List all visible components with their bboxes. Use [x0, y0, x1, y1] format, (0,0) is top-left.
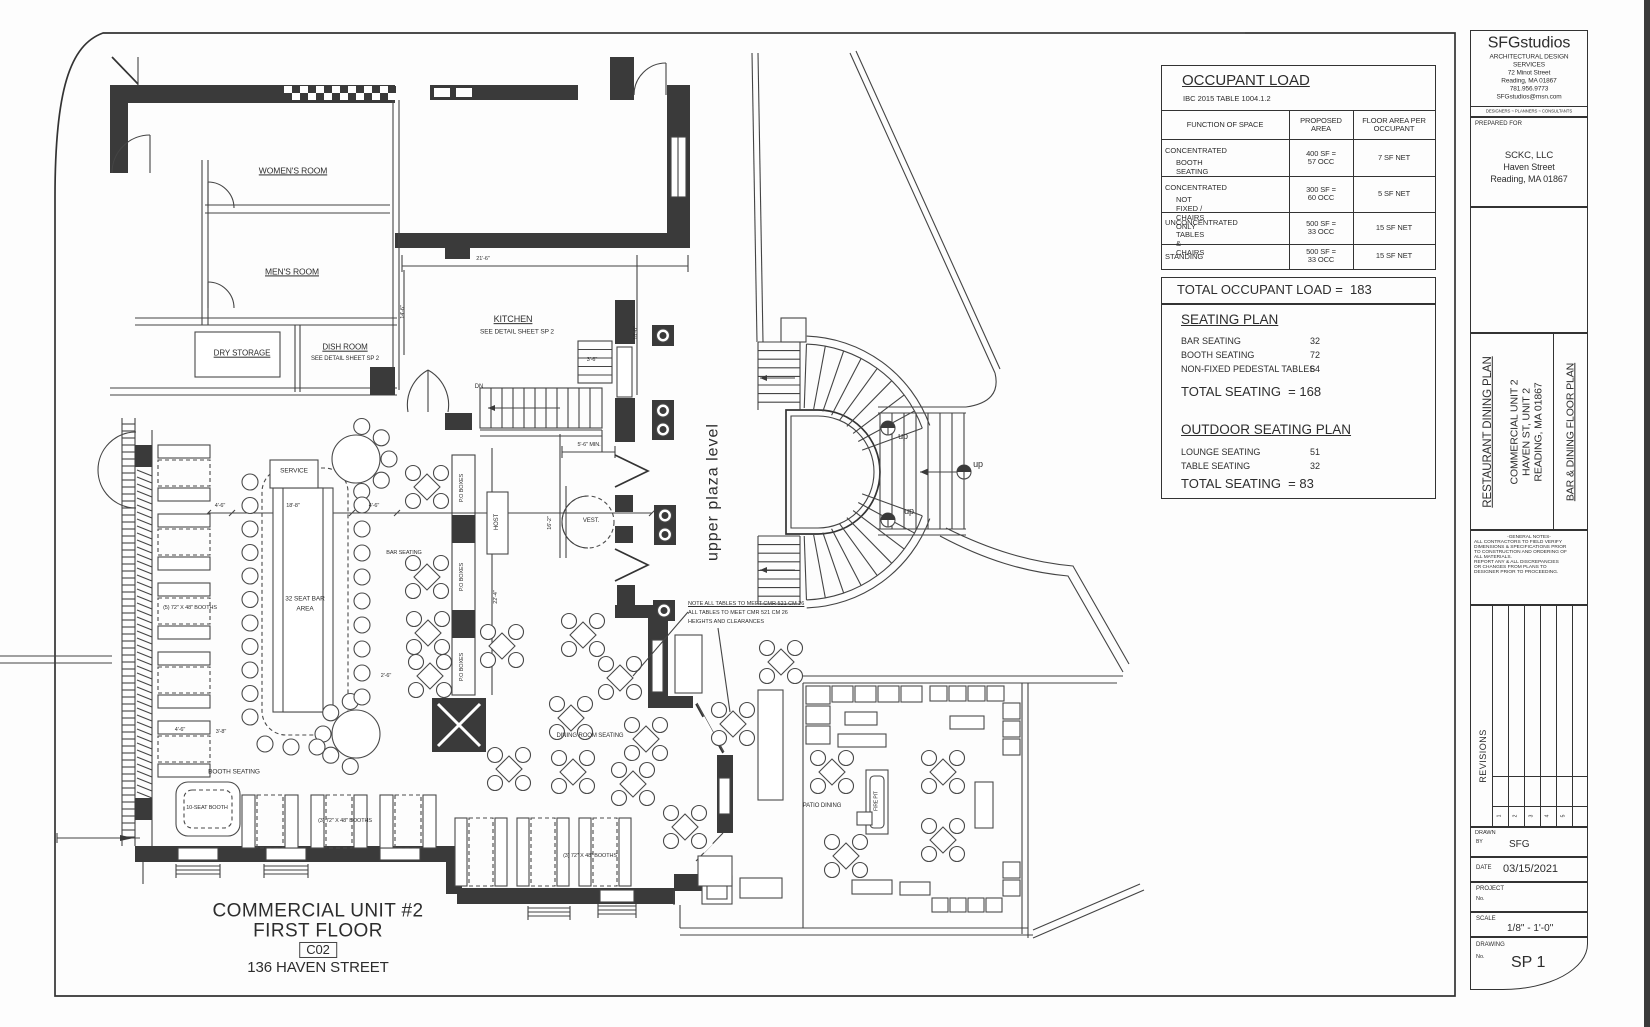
label-bar-seating: BAR SEATING — [386, 550, 422, 557]
occupant-load-table: OCCUPANT LOAD IBC 2015 TABLE 1004.1.2 FU… — [1161, 65, 1436, 270]
dimension-label: 21'-6" — [476, 256, 490, 263]
label-patio-dining: PATIO DINING — [802, 802, 842, 809]
drawing-box: DRAWING No. SP 1 — [1470, 937, 1588, 990]
date-box: DATE 03/15/2021 — [1470, 857, 1588, 882]
dimension-label: 4'-6" — [174, 727, 186, 734]
dimension-label: 3'-8" — [215, 729, 227, 736]
label-up-1: up — [898, 431, 908, 442]
seating-plan-panel: SEATING PLAN BAR SEATING 32 BOOTH SEATIN… — [1161, 303, 1436, 499]
label-womens-room: WOMEN'S ROOM — [258, 165, 328, 176]
firm-name: SFGstudios — [1487, 34, 1571, 52]
dimension-label: 4'-6" — [214, 503, 226, 510]
seating-title: SEATING PLAN — [1181, 312, 1279, 327]
note-line-1: NOTE ALL TABLES TO MEET CMR 521 CM 26 — [688, 601, 805, 607]
dimension-label: 18'-6" — [633, 326, 640, 340]
dimension-label: 2'-6" — [380, 673, 392, 680]
dimension-label: 3'-6" — [586, 357, 598, 364]
label-mens-room: MEN'S ROOM — [265, 266, 319, 277]
label-kitchen-sub: SEE DETAIL SHEET SP 2 — [480, 328, 554, 336]
dimension-label: 5'-6" MIN. — [577, 442, 601, 449]
scale-box: SCALE 1/8" - 1'-0" — [1470, 912, 1588, 937]
occupant-title: OCCUPANT LOAD — [1182, 72, 1310, 89]
occupant-header-1: FUNCTION OF SPACE — [1186, 119, 1264, 129]
plan-title-line1: COMMERCIAL UNIT #2 — [212, 900, 424, 922]
firm-tagline: DESIGNERS ~ PLANNERS ~ CONSULTANTS — [1485, 108, 1573, 114]
spare-box — [1470, 207, 1588, 333]
plan-title-code: C02 — [299, 941, 337, 959]
label-kitchen: KITCHEN — [493, 314, 533, 325]
label-bar-area-2: AREA — [296, 605, 314, 613]
dimension-label: 16'-2" — [547, 516, 554, 530]
label-up-2: up — [904, 506, 914, 517]
label-bar-area-1: 32 SEAT BAR — [285, 595, 325, 603]
plan-note: NOTE ALL TABLES TO MEET CMR 521 CM 26 AL… — [688, 600, 804, 626]
plan-title-line2: FIRST FLOOR — [253, 920, 383, 942]
label-dish-room-sub: SEE DETAIL SHEET SP 2 — [310, 355, 380, 362]
revisions-label: REVISIONS — [1478, 729, 1489, 783]
firm-box: SFGstudios ARCHITECTURAL DESIGN SERVICES… — [1470, 30, 1588, 117]
prepared-for-box: PREPARED FOR SCKC, LLC Haven Street Read… — [1470, 117, 1588, 207]
titles-box: RESTAURANT DINING PLAN COMMERCIAL UNIT 2… — [1470, 333, 1588, 530]
label-booths-3a: (3) 72" X 48" BOOTHS — [318, 818, 372, 825]
note-line-3: HEIGHTS AND CLEARANCES — [688, 618, 765, 625]
plan-title-line3: 136 HAVEN STREET — [247, 958, 389, 976]
label-po-boxes-3: P.O BOXES — [459, 652, 466, 682]
sheet-title-rotated: BAR & DINING FLOOR PLAN — [1564, 362, 1577, 502]
label-po-boxes-2: P.O BOXES — [459, 562, 466, 592]
label-upper-plaza: upper plaza level — [704, 423, 722, 561]
label-dry-storage: DRY STORAGE — [213, 348, 271, 358]
dimension-label: 4'-6" — [368, 503, 380, 510]
outdoor-title: OUTDOOR SEATING PLAN — [1181, 422, 1352, 437]
seating-total: TOTAL SEATING = 168 — [1181, 384, 1322, 399]
label-booths-3b: (3) 72" X 48" BOOTHS — [563, 853, 617, 860]
dimension-label: 14'-6" — [400, 305, 407, 319]
dimension-label: 22'-4" — [493, 590, 500, 604]
label-fire-pit: FIRE PIT — [873, 791, 880, 811]
occupant-subtitle: IBC 2015 TABLE 1004.1.2 — [1183, 94, 1271, 103]
label-po-boxes-1: P.O BOXES — [459, 473, 466, 503]
label-dining-room: DINING ROOM SEATING — [556, 732, 624, 739]
dimension-label: 18'-8" — [286, 503, 300, 510]
label-booths-5: (5) 72" X 48" BOOTHS — [163, 605, 217, 612]
outdoor-total: TOTAL SEATING = 83 — [1181, 476, 1314, 491]
label-ten-seat-booth: 10-SEAT BOOTH — [186, 805, 228, 812]
label-booth-seating: BOOTH SEATING — [208, 768, 260, 776]
notes-box: -GENERAL NOTES- ALL CONTRACTORS TO FIELD… — [1470, 530, 1588, 605]
label-dn: DN — [474, 383, 484, 390]
furniture — [157, 417, 1021, 913]
project-box: PROJECT No. — [1470, 882, 1588, 912]
total-occupant-load: TOTAL OCCUPANT LOAD = 183 — [1161, 277, 1436, 305]
note-line-2: ALL TABLES TO MEET CMR 521 CM 26 — [688, 609, 788, 616]
label-host: HOST — [493, 513, 500, 531]
drawn-box: DRAWN BY SFG — [1470, 827, 1588, 857]
label-service: SERVICE — [280, 467, 308, 475]
label-up-3: up — [973, 459, 983, 470]
label-dish-room: DISH ROOM — [322, 342, 368, 352]
plan-title-rotated: RESTAURANT DINING PLAN — [1481, 356, 1494, 508]
label-vest: VEST. — [582, 517, 600, 524]
title-block: SFGstudios ARCHITECTURAL DESIGN SERVICES… — [1470, 30, 1588, 990]
revisions-box: REVISIONS 1 2 3 4 5 — [1470, 605, 1588, 827]
